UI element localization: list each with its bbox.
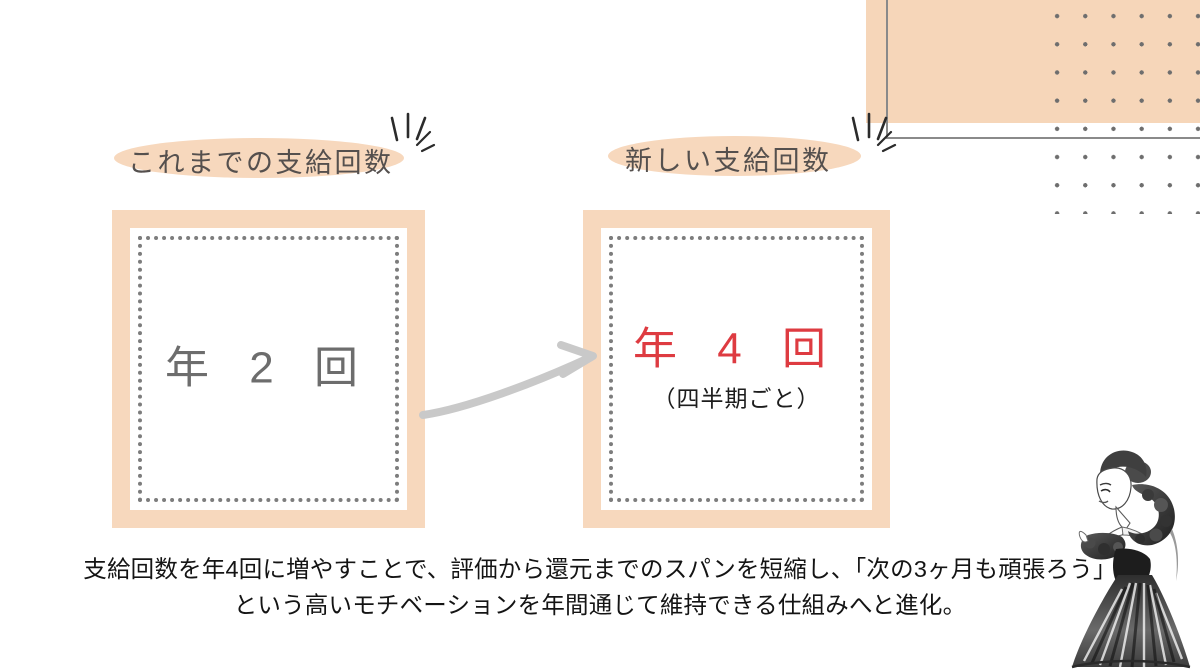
box-before: 年 2 回 bbox=[112, 210, 425, 528]
caption-line-1: 支給回数を年4回に増やすことで、評価から還元までのスパンを短縮し、「次の3ヶ月も… bbox=[83, 556, 1117, 582]
box-before-content: 年 2 回 bbox=[130, 344, 407, 395]
caption: 支給回数を年4回に増やすことで、評価から還元までのスパンを短縮し、「次の3ヶ月も… bbox=[0, 552, 1200, 623]
box-after: 年 4 回 （四半期ごと） bbox=[583, 210, 890, 528]
caption-line-2: という高いモチベーションを年間通じて維持できる仕組みへと進化。 bbox=[233, 591, 967, 618]
box-after-inner: 年 4 回 （四半期ごと） bbox=[601, 228, 872, 510]
dot-grid-pattern bbox=[1043, 2, 1200, 214]
woman-in-gown-sketch bbox=[1060, 443, 1200, 672]
label-text-before: これまでの支給回数 bbox=[128, 148, 394, 178]
label-text-after: 新しい支給回数 bbox=[625, 146, 832, 176]
box-after-sub-text: （四半期ごと） bbox=[652, 385, 821, 412]
dotted-border-after bbox=[609, 236, 864, 502]
box-before-main-text: 年 2 回 bbox=[165, 343, 372, 393]
transition-arrow bbox=[415, 335, 605, 430]
box-before-inner: 年 2 回 bbox=[130, 228, 407, 510]
label-pill-after bbox=[608, 136, 861, 176]
box-after-content: 年 4 回 （四半期ごと） bbox=[601, 325, 872, 414]
label-pill-before bbox=[114, 138, 404, 178]
dotted-border-before bbox=[138, 236, 399, 502]
sparkle-burst-icon-left bbox=[384, 112, 444, 177]
sparkle-burst-icon-right bbox=[845, 112, 905, 177]
box-after-main-text: 年 4 回 bbox=[633, 324, 840, 374]
